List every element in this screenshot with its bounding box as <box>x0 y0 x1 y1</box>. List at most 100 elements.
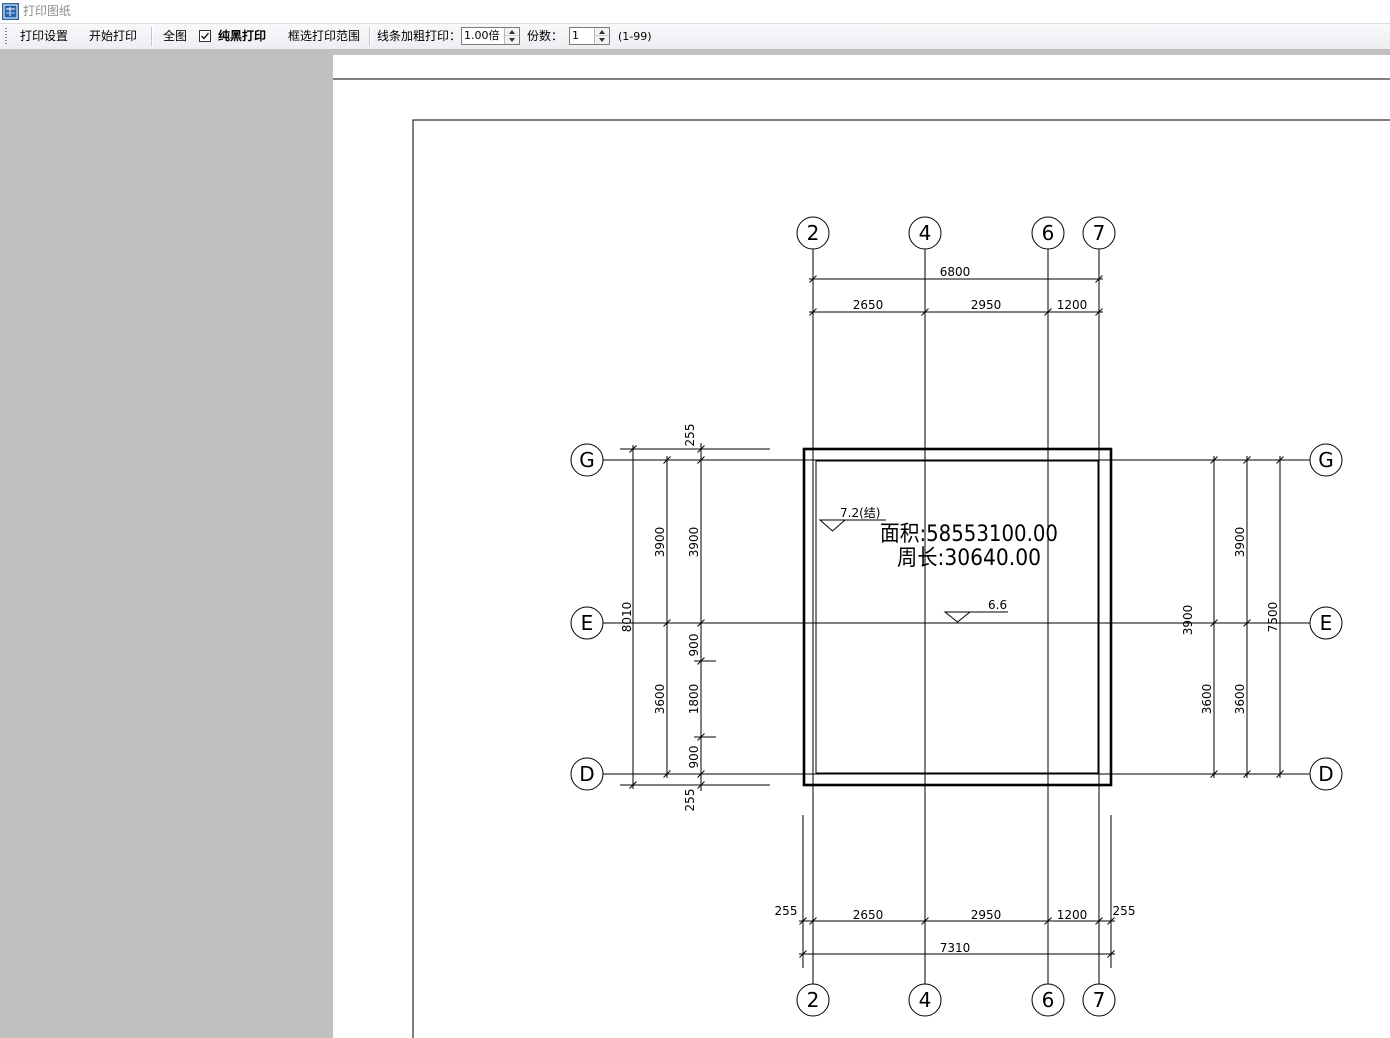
axis-label: 7 <box>1093 221 1106 245</box>
dimension-top: 6800 2650 2950 1200 <box>809 265 1103 313</box>
dimension-right: 3900 3600 3900 3600 7500 <box>1181 456 1281 778</box>
dimension-tick <box>663 619 671 627</box>
dimension-text: 900 <box>687 634 701 657</box>
dimension-left: 8010 3900 3600 255 3900 900 1800 900 255 <box>620 424 770 812</box>
perimeter-text: 周长:30640.00 <box>897 546 1041 571</box>
dimension-tick <box>809 275 817 283</box>
line-bold-spinner[interactable]: 1.00倍 <box>461 27 520 45</box>
print-settings-button[interactable]: 打印设置 <box>20 29 69 43</box>
axis-bubble-bottom-4: 4 <box>908 983 942 1017</box>
copies-value[interactable]: 1 <box>572 29 579 42</box>
dimension-tick <box>697 770 705 778</box>
axis-label: 6 <box>1042 988 1055 1012</box>
dimension-tick <box>1243 456 1251 464</box>
axis-label: 4 <box>919 988 932 1012</box>
dimension-tick <box>1276 456 1284 464</box>
axis-label: 7 <box>1093 988 1106 1012</box>
window-title: 打印图纸 <box>23 4 72 18</box>
dimension-ticks <box>629 275 1284 958</box>
dimension-tick <box>1044 308 1052 316</box>
axis-bubble-top-6: 6 <box>1031 216 1065 250</box>
dimension-text: 8010 <box>620 602 634 633</box>
axis-label: G <box>579 448 595 472</box>
slab-outline-inner <box>815 460 1099 774</box>
grip-icon[interactable] <box>5 28 7 45</box>
axis-label: D <box>579 762 594 786</box>
copies-spinner[interactable]: 1 <box>569 27 610 45</box>
full-view-button[interactable]: 全图 <box>163 29 188 43</box>
level-marker-structural: 7.2(结) <box>818 506 886 532</box>
dimension-bottom: 255 2650 2950 1200 255 7310 <box>775 815 1136 968</box>
dimension-text: 7500 <box>1266 602 1280 633</box>
dimension-text: 3900 <box>653 527 667 558</box>
axis-label: E <box>1320 611 1333 635</box>
print-preview-page[interactable]: 2 4 6 7 2 4 6 7 <box>333 55 1390 1038</box>
level-text: 6.6 <box>988 598 1007 612</box>
level-text: 7.2(结) <box>840 506 880 520</box>
checkbox-check-icon <box>200 32 210 40</box>
axis-label: D <box>1318 762 1333 786</box>
dimension-text: 1800 <box>687 684 701 715</box>
pure-black-label[interactable]: 纯黑打印 <box>218 29 267 43</box>
dimension-tick <box>663 770 671 778</box>
title-bar: 打印图纸 <box>0 0 1390 23</box>
dimension-tick <box>629 781 637 789</box>
dimension-tick <box>629 445 637 453</box>
dimension-tick <box>1044 917 1052 925</box>
dimension-text: 255 <box>1113 904 1136 918</box>
axis-bubble-top-4: 4 <box>908 216 942 250</box>
dimension-tick <box>921 308 929 316</box>
spin-down-icon[interactable] <box>505 36 519 44</box>
dimension-tick <box>1276 770 1284 778</box>
toolbar-separator <box>369 27 371 46</box>
axis-bubble-top-7: 7 <box>1082 216 1116 250</box>
dimension-tick <box>697 733 705 741</box>
dimension-text: 3900 <box>1181 605 1195 636</box>
axis-bubble-top-2: 2 <box>796 216 830 250</box>
dimension-tick <box>1243 770 1251 778</box>
axis-bubble-left-G: G <box>570 443 604 477</box>
axis-bubble-left-D: D <box>570 757 604 791</box>
dimension-text: 1200 <box>1057 298 1088 312</box>
dimension-tick <box>1095 917 1103 925</box>
dimension-text: 6800 <box>940 265 971 279</box>
spin-up-icon[interactable] <box>505 28 519 36</box>
dimension-tick <box>697 619 705 627</box>
toolbar: 打印设置 开始打印 全图 纯黑打印 框选打印范围 线条加粗打印： 1.00倍 份… <box>0 23 1390 50</box>
dimension-text: 3600 <box>1233 684 1247 715</box>
dimension-tick <box>697 456 705 464</box>
dimension-text: 255 <box>775 904 798 918</box>
axis-label: G <box>1318 448 1334 472</box>
axis-label: 4 <box>919 221 932 245</box>
dimension-text: 255 <box>683 424 697 447</box>
grid-lines <box>603 249 1310 984</box>
select-print-range-button[interactable]: 框选打印范围 <box>288 29 361 43</box>
axis-bubble-right-E: E <box>1309 606 1343 640</box>
dimension-tick <box>663 456 671 464</box>
spin-down-icon[interactable] <box>595 36 609 44</box>
start-print-button[interactable]: 开始打印 <box>89 29 138 43</box>
dimension-tick <box>809 308 817 316</box>
axis-label: 2 <box>807 221 820 245</box>
dimension-text: 2950 <box>971 908 1002 922</box>
pure-black-checkbox[interactable] <box>199 30 211 42</box>
slab-outline-outer <box>802 447 1113 787</box>
axis-bubble-bottom-7: 7 <box>1082 983 1116 1017</box>
dimension-tick <box>1210 770 1218 778</box>
line-bold-value[interactable]: 1.00倍 <box>464 29 500 42</box>
spin-up-icon[interactable] <box>595 28 609 36</box>
dimension-text: 2950 <box>971 298 1002 312</box>
dimension-tick <box>809 917 817 925</box>
dimension-text: 2650 <box>853 298 884 312</box>
dimension-tick <box>697 445 705 453</box>
dimension-tick <box>697 657 705 665</box>
dimension-tick <box>1243 619 1251 627</box>
dimension-text: 3600 <box>1200 684 1214 715</box>
area-text: 面积:58553100.00 <box>880 522 1058 547</box>
line-bold-label: 线条加粗打印： <box>377 29 462 43</box>
toolbar-separator <box>151 27 153 46</box>
dimension-text: 255 <box>683 789 697 812</box>
dimension-tick <box>1107 917 1115 925</box>
dimension-text: 7310 <box>940 941 971 955</box>
dimension-text: 2650 <box>853 908 884 922</box>
